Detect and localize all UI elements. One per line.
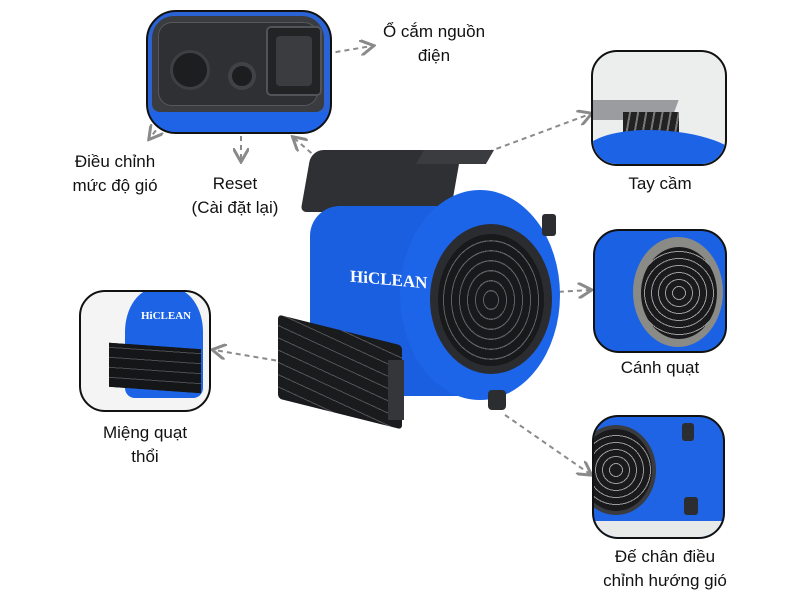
callout-fan-blade: Cánh quạt xyxy=(620,358,700,377)
callout-outlet-mouth-line1: Miệng quạt xyxy=(102,423,188,442)
callout-power-outlet-line2: điện xyxy=(417,46,451,65)
fan-blade-inset xyxy=(593,229,727,353)
outlet-mouth-inset: HiCLEAN xyxy=(79,290,211,412)
callout-handle: Tay cầm xyxy=(628,174,692,193)
callout-reset-line2: (Cài đặt lại) xyxy=(191,198,279,217)
control-panel-inset xyxy=(146,10,332,134)
brand-text-small: HiCLEAN xyxy=(141,310,192,322)
power-socket xyxy=(266,26,322,96)
callout-reset-line1: Reset xyxy=(212,174,258,193)
callout-reset: Reset (Cài đặt lại) xyxy=(180,172,290,220)
callout-power-outlet-line1: Ổ cắm nguồn xyxy=(382,22,486,41)
callout-speed-control: Điều chỉnh mức độ gió xyxy=(60,150,170,198)
callout-speed-control-line1: Điều chỉnh xyxy=(74,152,156,171)
callout-outlet-mouth: Miệng quạt thổi xyxy=(80,421,210,469)
callout-stand: Đế chân điều chỉnh hướng gió xyxy=(590,545,740,593)
callout-power-outlet: Ổ cắm nguồn điện xyxy=(364,20,504,68)
callout-stand-line1: Đế chân điều xyxy=(614,547,716,566)
speed-knob xyxy=(170,50,210,90)
main-product: HiCLEAN xyxy=(270,140,570,440)
callout-stand-line2: chỉnh hướng gió xyxy=(603,571,727,590)
stand-inset xyxy=(592,415,725,539)
handle-inset xyxy=(591,50,727,166)
callout-outlet-mouth-line2: thổi xyxy=(131,447,159,466)
callout-speed-control-line2: mức độ gió xyxy=(72,176,158,195)
reset-button xyxy=(228,62,256,90)
